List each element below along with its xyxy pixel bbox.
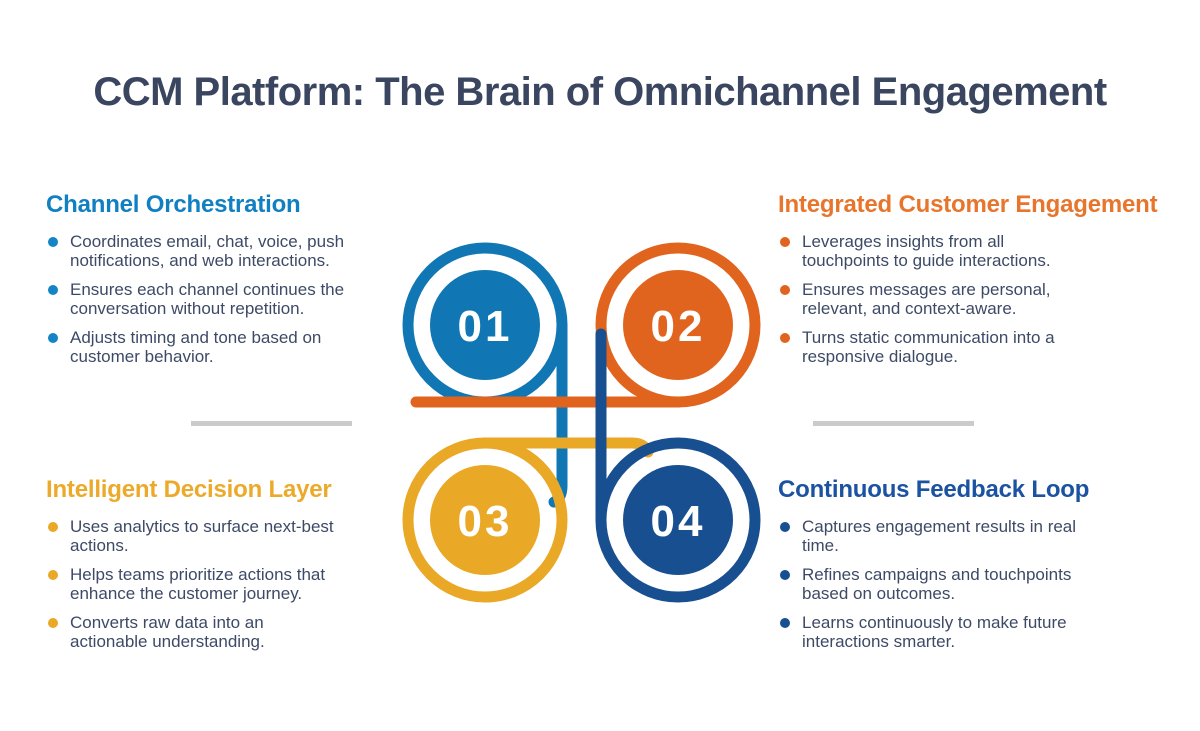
node-03-number: 03 <box>458 497 513 546</box>
node-04-number: 04 <box>651 497 706 546</box>
node-04-disc <box>623 465 733 575</box>
bullet-dot <box>780 522 790 532</box>
node-04: 04 <box>595 328 761 603</box>
bullet-dot <box>780 285 790 295</box>
node-02-number: 02 <box>651 302 706 351</box>
section-heading: Continuous Feedback Loop <box>778 476 1090 503</box>
list-item: Ensures messages are personal,relevant, … <box>778 280 1168 318</box>
bullet-dot <box>780 237 790 247</box>
bullet-dot <box>48 237 58 247</box>
section-continuous-feedback-loop: Continuous Feedback Loop Captures engage… <box>778 476 1168 661</box>
node-03-disc <box>430 465 540 575</box>
node-01-disc <box>430 270 540 380</box>
section-heading: Intelligent Decision Layer <box>46 476 332 503</box>
bullet-dot <box>48 333 58 343</box>
bullet-text: Ensures messages are personal,relevant, … <box>802 280 1051 318</box>
node-02-disc <box>623 270 733 380</box>
bullet-dot <box>48 285 58 295</box>
bullet-dot <box>780 570 790 580</box>
node-02-ring <box>595 242 761 408</box>
section-integrated-customer-engagement: Integrated Customer Engagement Leverages… <box>778 191 1168 376</box>
section-heading: Channel Orchestration <box>46 191 301 218</box>
bullet-dot <box>48 570 58 580</box>
section-channel-orchestration: Channel Orchestration Coordinates email,… <box>46 191 398 376</box>
bullet-dot <box>780 618 790 628</box>
bullet-dot <box>48 522 58 532</box>
section-intelligent-decision-layer: Intelligent Decision Layer Uses analytic… <box>46 476 398 661</box>
node-01-number: 01 <box>458 302 513 351</box>
bullet-dot <box>780 333 790 343</box>
section-heading: Integrated Customer Engagement <box>778 191 1158 218</box>
right-divider-line <box>813 421 974 426</box>
node-04-ring <box>595 437 761 603</box>
page-title: CCM Platform: The Brain of Omnichannel E… <box>93 70 1107 114</box>
node-02: 02 <box>410 242 761 408</box>
node-03-ring <box>402 437 568 603</box>
node-03: 03 <box>402 437 654 603</box>
left-divider-line <box>191 421 352 426</box>
bullet-dot <box>48 618 58 628</box>
